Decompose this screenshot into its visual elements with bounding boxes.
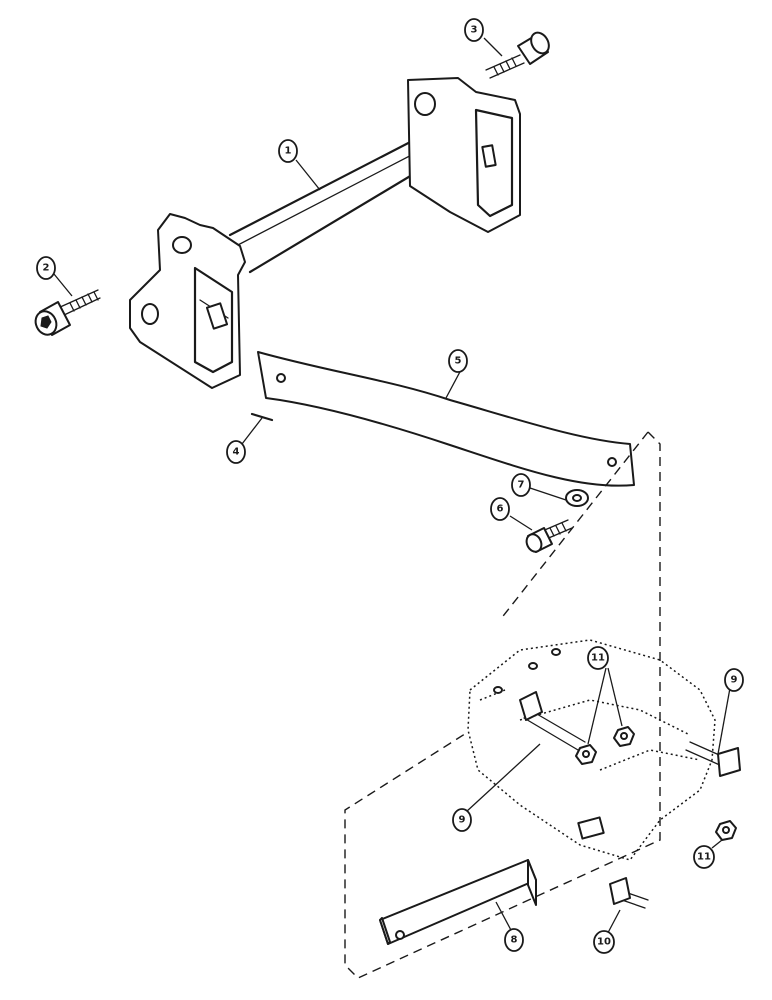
- bolt-9-right: [685, 741, 741, 777]
- svg-text:2: 2: [43, 263, 50, 274]
- svg-text:9: 9: [459, 815, 466, 826]
- spacer-block-8: [379, 859, 537, 945]
- callout-10: 10: [593, 930, 615, 954]
- mounting-block: [467, 639, 716, 861]
- bolt-9-left: [519, 691, 586, 751]
- callout-leaders: [53, 37, 731, 945]
- callout-1: 1: [278, 139, 298, 163]
- callout-11-right: 11: [693, 845, 715, 869]
- callout-6: 6: [490, 497, 510, 521]
- svg-text:3: 3: [471, 25, 478, 36]
- cap-screw-2: [34, 289, 101, 336]
- nut-11-a: [575, 744, 597, 765]
- svg-text:11: 11: [697, 852, 711, 863]
- group-boundary-link: [499, 431, 649, 621]
- roll-pin-4: [250, 412, 274, 422]
- nut-11-c: [715, 820, 737, 841]
- svg-text:11: 11: [591, 653, 605, 664]
- bolt-10: [609, 877, 649, 909]
- callout-9-left: 9: [452, 808, 472, 832]
- svg-text:9: 9: [731, 675, 738, 686]
- callout-11-top: 11: [587, 646, 609, 670]
- bolt-6: [525, 519, 573, 553]
- group-boundary: [344, 431, 661, 979]
- callout-2: 2: [36, 256, 56, 280]
- svg-text:1: 1: [285, 146, 292, 157]
- callout-5: 5: [448, 349, 468, 373]
- lock-washer-7: [565, 489, 589, 507]
- callout-8: 8: [504, 928, 524, 952]
- svg-text:6: 6: [497, 504, 504, 515]
- callout-3: 3: [464, 18, 484, 42]
- svg-text:5: 5: [455, 356, 462, 367]
- strap-5: [257, 351, 635, 487]
- callout-4: 4: [226, 440, 246, 464]
- shaft-assembly: [129, 77, 521, 389]
- cap-screw-3: [485, 31, 550, 79]
- svg-text:10: 10: [597, 937, 611, 948]
- svg-text:7: 7: [518, 480, 525, 491]
- nut-11-b: [613, 726, 635, 747]
- svg-text:8: 8: [511, 935, 518, 946]
- callout-7: 7: [511, 473, 531, 497]
- svg-text:4: 4: [233, 447, 240, 458]
- callout-9-right: 9: [724, 668, 744, 692]
